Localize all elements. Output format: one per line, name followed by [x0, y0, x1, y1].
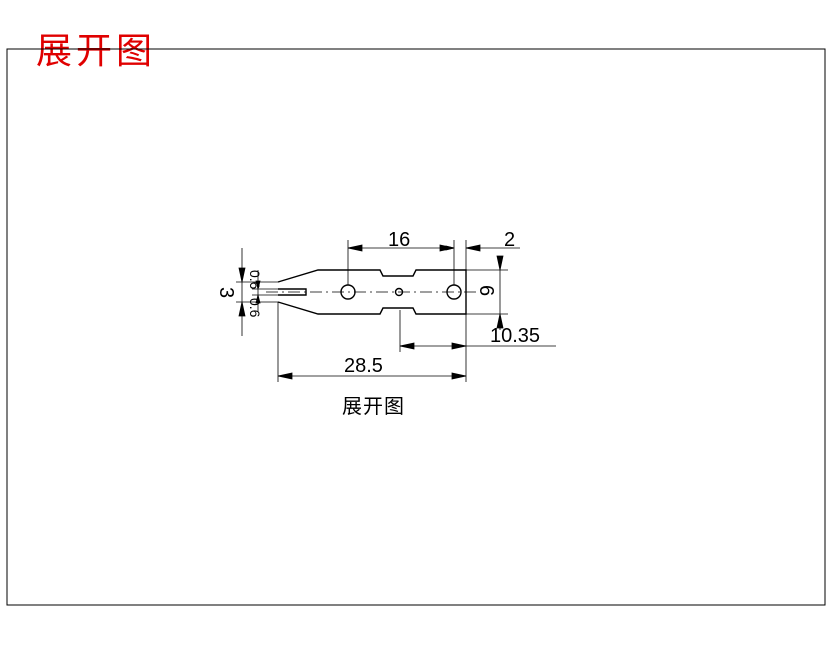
dim-16: 16: [388, 229, 410, 251]
dim-0-6-top: 0.6: [247, 270, 263, 290]
dim-6: 6: [475, 285, 497, 296]
drawing-frame: [6, 48, 826, 606]
dim-28-5: 28.5: [344, 355, 383, 377]
dimension-lines: [238, 244, 556, 380]
drawing-caption: 展开图: [342, 394, 405, 418]
dim-2: 2: [504, 229, 515, 251]
dim-3: 3: [215, 287, 237, 298]
dim-10-35: 10.35: [490, 325, 540, 347]
dim-0-6-bottom: 0.6: [247, 298, 263, 318]
page-title: 展开图: [36, 31, 157, 72]
